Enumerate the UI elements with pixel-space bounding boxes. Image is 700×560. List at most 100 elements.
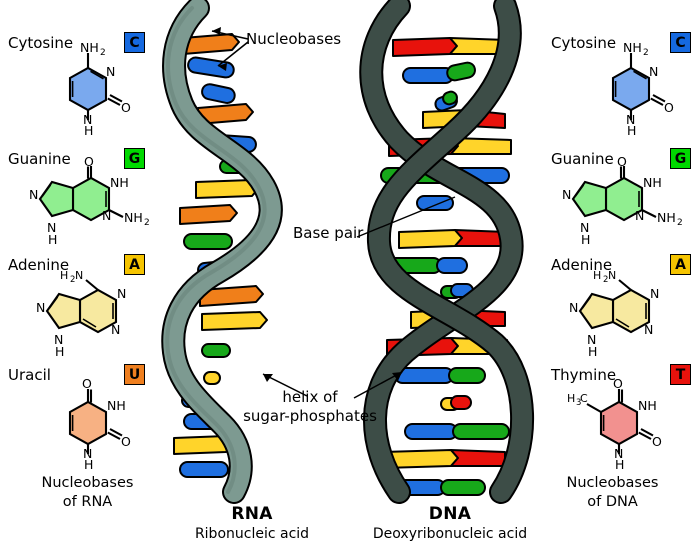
right-nucleobase-panel: Cytosine C NH 2 N O N H Guanine bbox=[525, 0, 700, 560]
svg-text:H: H bbox=[60, 269, 68, 282]
atom-label: NH bbox=[80, 40, 99, 55]
base-label-cytosine: Cytosine bbox=[551, 34, 617, 52]
caption-line-2: of DNA bbox=[587, 493, 638, 510]
base-badge-c: C bbox=[670, 32, 691, 53]
svg-text:N: N bbox=[102, 208, 111, 223]
base-badge-a: A bbox=[670, 254, 691, 275]
svg-text:N: N bbox=[644, 322, 653, 337]
svg-text:NH: NH bbox=[638, 398, 657, 413]
base-entry-uracil-rna: Uracil U O NH O N H bbox=[0, 358, 175, 472]
svg-text:N: N bbox=[83, 112, 92, 127]
nucleobases-leader-lines bbox=[211, 27, 249, 71]
svg-text:H: H bbox=[593, 269, 601, 282]
right-panel-caption: Nucleobases of DNA bbox=[525, 474, 700, 512]
molecule-thymine: H 3 C O NH O N H bbox=[567, 376, 677, 472]
dna-helix-figure bbox=[355, 0, 545, 504]
svg-text:O: O bbox=[121, 100, 131, 115]
base-entry-thymine-dna: Thymine T H 3 C O NH O N H bbox=[525, 358, 700, 472]
base-badge-letter: G bbox=[674, 150, 687, 167]
svg-text:N: N bbox=[635, 208, 644, 223]
rna-caption: RNA Ribonucleic acid bbox=[152, 504, 352, 542]
base-entry-adenine-rna: Adenine A H 2 N N N N N H bbox=[0, 248, 175, 359]
svg-text:O: O bbox=[121, 434, 131, 449]
svg-text:H: H bbox=[581, 232, 590, 247]
svg-text:NH: NH bbox=[110, 175, 129, 190]
helix-leader-line-dna bbox=[353, 371, 403, 399]
caption-line-1: Nucleobases bbox=[566, 475, 659, 491]
svg-text:O: O bbox=[664, 100, 674, 115]
svg-text:N: N bbox=[117, 286, 126, 301]
base-label-cytosine: Cytosine bbox=[8, 34, 74, 52]
svg-text:N: N bbox=[608, 269, 616, 282]
molecule-guanine: O NH NH 2 N N N H bbox=[28, 154, 150, 250]
svg-text:H: H bbox=[84, 457, 93, 472]
base-badge-letter: A bbox=[675, 256, 686, 273]
base-entry-guanine-dna: Guanine G O NH NH 2 N N N H bbox=[525, 142, 700, 252]
base-label-uracil: Uracil bbox=[8, 366, 51, 384]
svg-text:2: 2 bbox=[144, 218, 150, 228]
base-badge-letter: C bbox=[675, 34, 686, 51]
svg-text:2: 2 bbox=[643, 48, 649, 58]
svg-text:N: N bbox=[111, 322, 120, 337]
svg-text:NH: NH bbox=[623, 40, 642, 55]
rna-title: RNA bbox=[231, 504, 273, 524]
svg-text:2: 2 bbox=[100, 48, 106, 58]
svg-text:O: O bbox=[84, 154, 94, 169]
base-badge-c: C bbox=[124, 32, 145, 53]
base-badge-letter: C bbox=[129, 34, 140, 51]
molecule-uracil: O NH O N H bbox=[40, 376, 140, 472]
svg-text:N: N bbox=[580, 220, 589, 235]
svg-text:NH: NH bbox=[657, 210, 676, 225]
base-label-adenine: Adenine bbox=[8, 256, 70, 274]
base-badge-g: G bbox=[124, 148, 145, 169]
svg-text:N: N bbox=[47, 220, 56, 235]
svg-text:H: H bbox=[48, 232, 57, 247]
svg-text:NH: NH bbox=[107, 398, 126, 413]
base-badge-letter: T bbox=[675, 366, 686, 383]
svg-text:N: N bbox=[614, 446, 623, 461]
base-label-thymine: Thymine bbox=[551, 366, 617, 384]
base-entry-cytosine-dna: Cytosine C NH 2 N O N H bbox=[525, 22, 700, 138]
svg-text:N: N bbox=[54, 332, 63, 347]
svg-text:C: C bbox=[580, 392, 588, 405]
svg-text:O: O bbox=[613, 376, 623, 391]
base-label-adenine: Adenine bbox=[551, 256, 613, 274]
svg-text:3: 3 bbox=[576, 398, 581, 408]
svg-text:2: 2 bbox=[603, 275, 608, 285]
base-badge-letter: U bbox=[128, 366, 141, 383]
svg-text:N: N bbox=[75, 269, 83, 282]
base-badge-a: A bbox=[124, 254, 145, 275]
dna-caption: DNA Deoxyribonucleic acid bbox=[350, 504, 550, 542]
molecule-guanine: O NH NH 2 N N N H bbox=[561, 154, 683, 250]
base-badge-g: G bbox=[670, 148, 691, 169]
base-badge-letter: A bbox=[129, 256, 140, 273]
svg-text:N: N bbox=[106, 64, 115, 79]
svg-text:N: N bbox=[587, 332, 596, 347]
base-entry-adenine-dna: Adenine A H 2 N N N N N H bbox=[525, 248, 700, 359]
caption-line-2: of RNA bbox=[62, 493, 113, 510]
svg-text:H: H bbox=[588, 344, 597, 359]
base-badge-t: T bbox=[670, 364, 691, 385]
svg-text:N: N bbox=[650, 286, 659, 301]
dna-subtitle: Deoxyribonucleic acid bbox=[372, 526, 528, 542]
svg-text:N: N bbox=[29, 187, 38, 202]
svg-text:N: N bbox=[36, 300, 45, 315]
svg-text:H: H bbox=[55, 344, 64, 359]
svg-text:H: H bbox=[615, 457, 624, 472]
annotation-helix-sugar-phosphates: helix of sugar-phosphates bbox=[230, 388, 390, 426]
svg-text:O: O bbox=[652, 434, 662, 449]
molecule-adenine: H 2 N N N N N H bbox=[565, 269, 680, 359]
base-pair-leader-line bbox=[356, 196, 456, 238]
left-panel-caption: Nucleobases of RNA bbox=[0, 474, 175, 512]
svg-text:NH: NH bbox=[643, 175, 662, 190]
caption-line-1: Nucleobases bbox=[41, 475, 134, 491]
svg-text:O: O bbox=[82, 376, 92, 391]
annotation-base-pair: Base pair bbox=[293, 224, 364, 242]
svg-text:N: N bbox=[562, 187, 571, 202]
helix-leader-line-rna bbox=[262, 373, 308, 397]
dna-title: DNA bbox=[428, 504, 472, 524]
base-badge-letter: G bbox=[128, 150, 141, 167]
svg-text:N: N bbox=[83, 446, 92, 461]
base-badge-u: U bbox=[124, 364, 145, 385]
svg-text:2: 2 bbox=[70, 275, 75, 285]
